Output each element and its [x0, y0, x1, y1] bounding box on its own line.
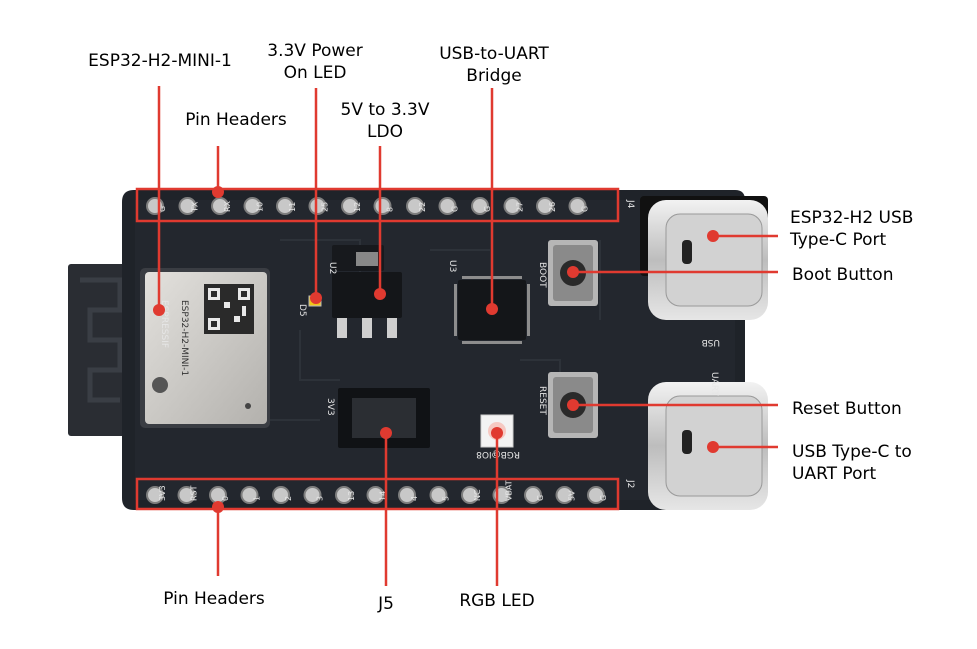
bottom-header-pin: [177, 486, 196, 504]
bottom-header-pin-label: 14: [379, 491, 388, 501]
top-header-pin: [178, 197, 197, 215]
top-header-pin-label: G: [158, 206, 167, 212]
silk-u3: U3: [447, 260, 457, 272]
label-pin-headers-bottom: Pin Headers: [163, 589, 265, 609]
top-header-pin: [243, 197, 262, 215]
espressif-logo-icon: [152, 377, 168, 393]
top-header-pin: [438, 197, 457, 215]
bottom-header-pin-label: G: [536, 495, 545, 501]
top-header-pin-label: 26: [548, 202, 557, 212]
top-header-pin: [341, 197, 359, 215]
silk-d5: D5: [297, 304, 307, 317]
silk-uart: UART: [709, 372, 719, 396]
bottom-header-pin-label: 3V3: [158, 485, 167, 501]
bottom-header-pin-label: NC: [473, 489, 482, 501]
label-rgb-led: RGB LED: [459, 591, 535, 611]
bottom-header-pin: [335, 486, 353, 504]
top-header-pin-label: G: [483, 206, 492, 212]
bottom-header-pin-label: 5V: [568, 490, 577, 501]
top-header-pin-label: 27: [516, 202, 525, 212]
top-header-pin-label: G: [451, 206, 460, 212]
bottom-header-pin-label: VBAT: [505, 480, 514, 501]
top-header-pin: [276, 197, 294, 215]
bottom-header-pin-label: 5: [442, 496, 451, 501]
silk-3v3: 3V3: [325, 398, 335, 416]
bottom-header-pin-label: 3: [316, 496, 325, 501]
bottom-header-pin-label: 1: [253, 496, 262, 501]
bottom-header-pin: [272, 486, 290, 504]
bottom-header-pin-label: G: [599, 495, 608, 501]
bottom-header-pin-label: 4: [410, 496, 419, 501]
top-header-pin-label: 12: [353, 202, 362, 212]
top-header-pin-label: 8: [386, 207, 395, 212]
silk-module-name: ESP32-H2-MINI-1: [179, 300, 189, 376]
bottom-header-pin-label: 13: [347, 491, 356, 501]
label-bridge: USB-to-UART Bridge: [439, 44, 549, 86]
bottom-header-pin-label: RST: [190, 485, 199, 501]
top-header-pin: [308, 197, 327, 215]
label-module: ESP32-H2-MINI-1: [88, 51, 232, 71]
top-header-pin: [471, 197, 489, 215]
silk-usb: USB: [702, 337, 720, 347]
top-header-pin-label: TX: [191, 201, 200, 213]
silk-j4: J4: [625, 199, 635, 209]
silk-brand: ESPRESSIF: [159, 300, 169, 348]
silk-reset: RESET: [537, 386, 547, 415]
label-j5: J5: [378, 594, 394, 614]
bottom-header-pin: [524, 486, 542, 504]
bottom-header-pin: [555, 486, 574, 504]
bottom-header-pin: [461, 486, 479, 504]
top-header-pin-label: 22: [418, 202, 427, 212]
bottom-header-pin-label: 0: [221, 496, 230, 501]
label-boot-button: Boot Button: [792, 265, 894, 285]
bottom-header-pin: [240, 486, 259, 504]
top-header-pin-label: 11: [288, 202, 297, 212]
top-header-pin: [406, 197, 424, 215]
top-header-pin-label: G: [581, 206, 590, 212]
label-uart-port: USB Type-C to UART Port: [792, 442, 912, 484]
label-pin-headers-top: Pin Headers: [185, 110, 287, 130]
top-header-pin: [536, 197, 554, 215]
label-ldo: 5V to 3.3V LDO: [340, 100, 430, 142]
bottom-header-box: [135, 477, 620, 511]
label-usb-port: ESP32-H2 USB Type-C Port: [790, 208, 914, 250]
label-reset-button: Reset Button: [792, 399, 902, 419]
bottom-header-pin: [429, 486, 448, 504]
silk-u2: U2: [327, 262, 337, 274]
bottom-header-pin: [587, 486, 605, 504]
top-header-pin: [373, 197, 392, 215]
bottom-header-pin: [146, 486, 164, 504]
silk-j2: J2: [625, 479, 635, 488]
top-header-pin: [211, 197, 229, 215]
top-header-pin-label: 10: [256, 202, 265, 212]
bottom-header-pin: [398, 486, 416, 504]
usb-c-port-top: [640, 196, 768, 320]
top-header-pin-label: RX: [223, 200, 232, 212]
bottom-header-pin-label: 2: [284, 496, 293, 501]
top-header-pin: [568, 197, 587, 215]
bottom-header-pin: [366, 486, 385, 504]
bottom-pin-header: 3V3 RST 0 1 2 3 13 14 4 5 NC VBAT G 5V G: [146, 480, 608, 504]
bottom-header-pin: [303, 486, 322, 504]
top-header-pin-label: 25: [321, 202, 330, 212]
antenna-trace: [80, 277, 123, 403]
label-power-led: 3.3V Power On LED: [267, 41, 363, 83]
silk-boot: BOOT: [537, 262, 547, 288]
top-header-box: [135, 187, 620, 223]
top-header-pin: [503, 197, 522, 215]
